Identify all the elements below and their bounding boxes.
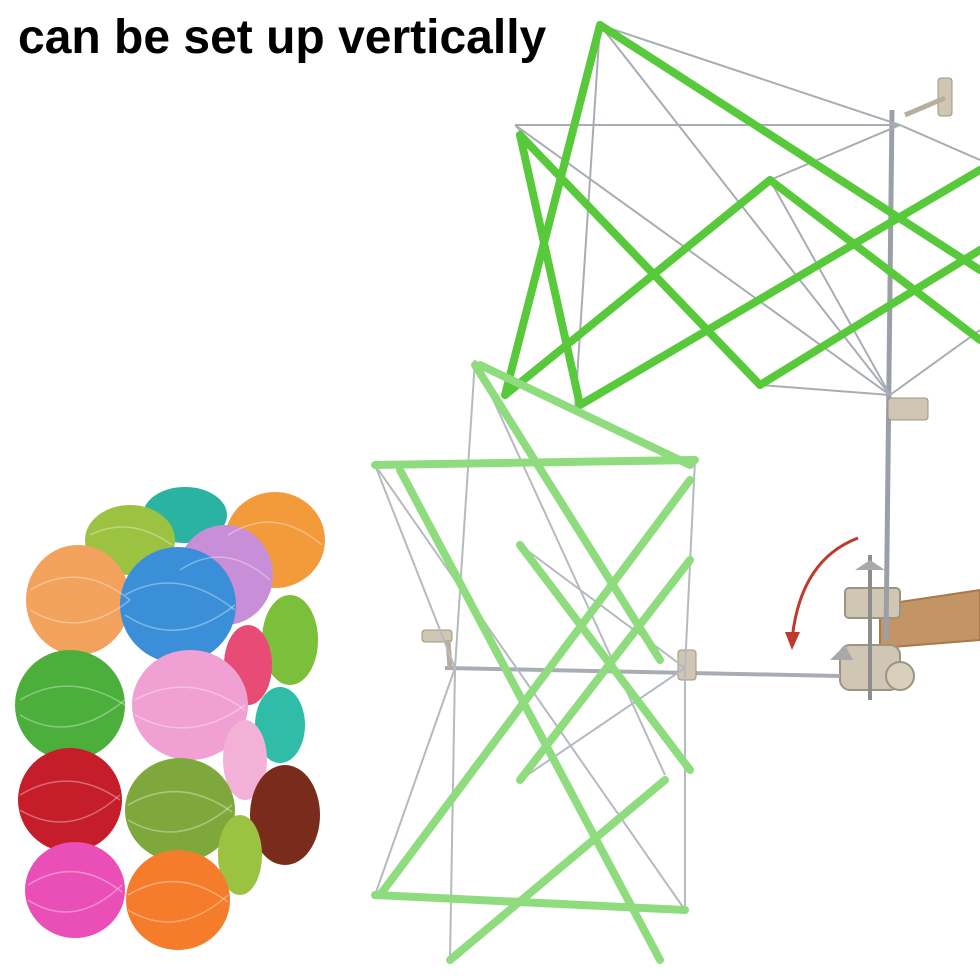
yarn-ball-stack [15,487,325,950]
crank-handle-icon [937,77,953,117]
caption-text: can be set up vertically [18,11,547,64]
yarn-ball [250,765,320,865]
yarn-ball [255,687,305,763]
yarn-ball [125,758,235,862]
vertical-shaft [883,109,895,641]
yarn-ball [26,545,130,655]
yarn-swift-vertical [501,21,980,641]
yarn-ball [15,650,125,760]
yarn-ball [218,815,262,895]
yarn-ball [25,842,125,938]
shaft-collar [677,649,697,681]
yarn-ball [132,650,248,760]
yarn-ball [262,595,318,685]
yarn-ball [18,748,122,852]
rotation-arrow-icon [785,536,859,650]
wing-nut-icon [830,645,853,660]
table-edge [879,588,980,650]
wing-nut-icon [855,560,885,570]
shaft-collar [887,397,929,421]
table-clamp [830,555,980,700]
yarn-swift-horizontal [371,359,841,964]
clamp-body [844,587,901,619]
yarn-ball [223,720,267,800]
horizontal-shaft [444,666,841,678]
yarn-ball [120,547,236,663]
yarn-ball [126,850,230,950]
clamp-knob [885,661,915,691]
